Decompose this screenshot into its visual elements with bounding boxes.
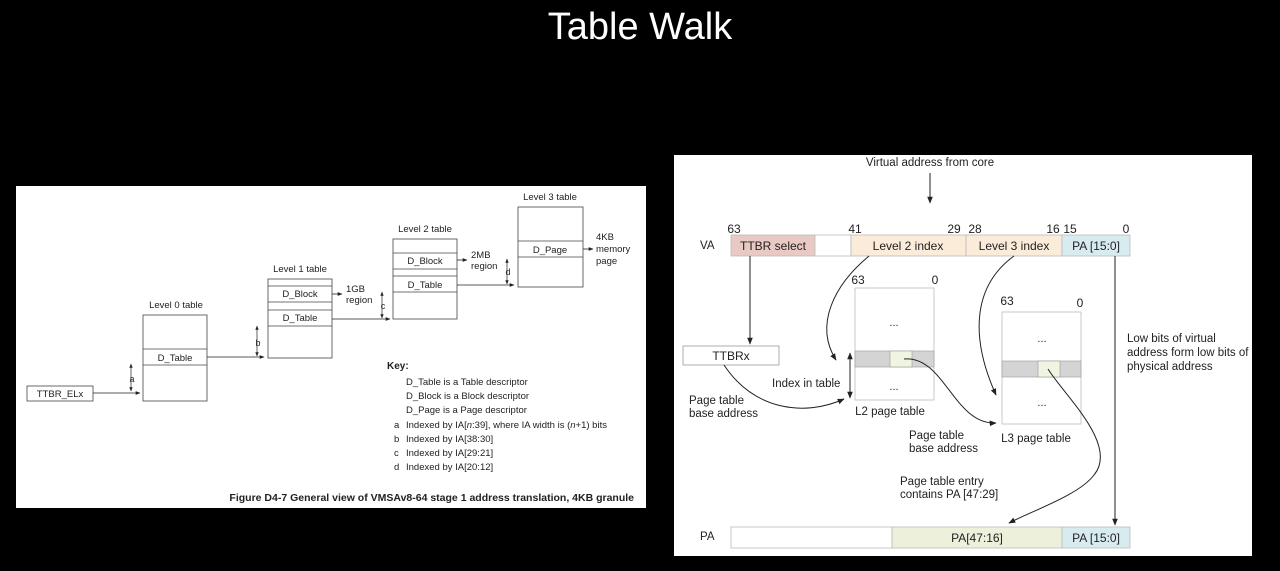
ttbrx-to-l2-arrow [723,364,845,409]
level1-table [267,278,333,359]
va-level2-index-text: Level 2 index [873,239,944,253]
key-dtable: D_Table is a Table descriptor [406,377,528,388]
pa-high-text: PA[47:16] [951,531,1003,545]
l3-dots-bottom: ... [1037,397,1046,409]
vmsa-translation-figure: TTBR_ELx a Level 0 table D_Table b Level… [16,186,646,508]
l2-page-table [854,287,935,401]
l3-dots-top: ... [1037,333,1046,345]
level1-title: Level 1 table [273,264,327,275]
bit-15: 15 [1063,222,1077,236]
bit-41: 41 [848,222,862,236]
ptba-1-line1: Page table [689,395,744,407]
index-d-letter: d [505,267,510,277]
va-pa-low-field [1061,234,1131,257]
va-label: VA [700,240,715,252]
key-a-text: Indexed by IA[n:39], where IA width is (… [406,420,607,431]
key-c-text: Indexed by IA[29:21] [406,448,493,459]
bit-0: 0 [1123,222,1130,236]
ptba-2-line1: Page table [909,430,964,442]
index-c-letter: c [381,301,386,311]
level3-dpage-entry: D_Page [533,245,567,256]
pa-low-field [1061,526,1131,549]
low-bits-line1: Low bits of virtual [1127,333,1216,345]
pa-label: PA [700,531,715,543]
level3-title: Level 3 table [523,192,577,203]
key-c-letter: c [394,448,399,459]
bit-28: 28 [968,222,982,236]
region-2mb-line2: region [471,261,497,272]
level2-dtable-entry: D_Table [408,280,443,291]
l2-dots-bottom: ... [889,381,898,393]
level2-table [392,238,458,320]
low-bits-line3: physical address [1127,361,1213,373]
key-heading: Key: [387,361,409,372]
l3-index-arrow [978,255,1015,396]
key-a-letter: a [394,420,400,431]
region-4kb-line1: 4KB [596,232,614,243]
ttbrx-label: TTBRx [712,349,749,363]
va-source-label: Virtual address from core [866,157,994,169]
key-dblock: D_Block is a Block descriptor [406,391,529,402]
region-4kb-line3: page [596,256,617,267]
key-b-text: Indexed by IA[38:30] [406,434,493,445]
level1-dtable-entry: D_Table [283,313,318,324]
region-1gb-line1: 1GB [346,284,365,295]
va-level3-index-text: Level 3 index [979,239,1050,253]
level0-table [142,314,208,402]
ptba-1-line2: base address [689,408,758,420]
key-b-letter: b [394,434,399,445]
pte-line2: contains PA [47:29] [900,489,998,501]
key-d-text: Indexed by IA[20:12] [406,462,493,473]
l2-bit-63: 63 [851,273,865,287]
ttbr-elx-box [26,385,94,402]
level2-dblock-entry: D_Block [407,256,443,267]
ttbrx-box [682,345,780,366]
bit-63: 63 [727,222,741,236]
figure-caption: Figure D4-7 General view of VMSAv8-64 st… [229,492,634,504]
va-pa-low-text: PA [15:0] [1072,239,1120,253]
index-in-table-label: Index in table [772,378,840,390]
l2-entry-to-l3-arrow [903,358,997,427]
region-1gb-line2: region [346,295,372,306]
level2-title: Level 2 table [398,224,452,235]
l3-entry-to-pa-arrow [1008,368,1101,524]
index-a-letter: a [129,374,134,384]
index-b-letter: b [255,338,260,348]
pa-low-text: PA [15:0] [1072,531,1120,545]
ttbr-elx-label: TTBR_ELx [37,389,84,400]
bit-16: 16 [1046,222,1060,236]
l3-bit-0: 0 [1077,296,1084,310]
level0-dtable-entry: D_Table [158,353,193,364]
l2-bit-0: 0 [932,273,939,287]
pa-unused-field [730,526,893,549]
level0-title: Level 0 table [149,300,203,311]
region-4kb-line2: memory [596,244,631,255]
table-walk-va-pa-figure: Virtual address from core 63 41 29 28 16… [674,155,1252,556]
l3-bit-63: 63 [1000,294,1014,308]
pte-line1: Page table entry [900,476,984,488]
ptba-2-line2: base address [909,443,978,455]
bit-29: 29 [947,222,961,236]
l3-page-table-label: L3 page table [1001,433,1071,445]
level3-table [517,206,584,288]
l3-entry-address-bits [1037,360,1061,378]
va-unused-field [814,234,852,257]
slide-title: Table Walk [547,6,733,48]
l2-page-table-label: L2 page table [855,406,925,418]
key-d-letter: d [394,462,399,473]
level1-dblock-entry: D_Block [282,289,318,300]
l2-index-arrow [826,255,870,361]
low-bits-line2: address form low bits of [1127,347,1249,359]
key-dpage: D_Page is a Page descriptor [406,405,527,416]
l2-dots-top: ... [889,317,898,329]
va-ttbr-select-text: TTBR select [740,239,807,253]
region-2mb-line1: 2MB [471,250,491,261]
